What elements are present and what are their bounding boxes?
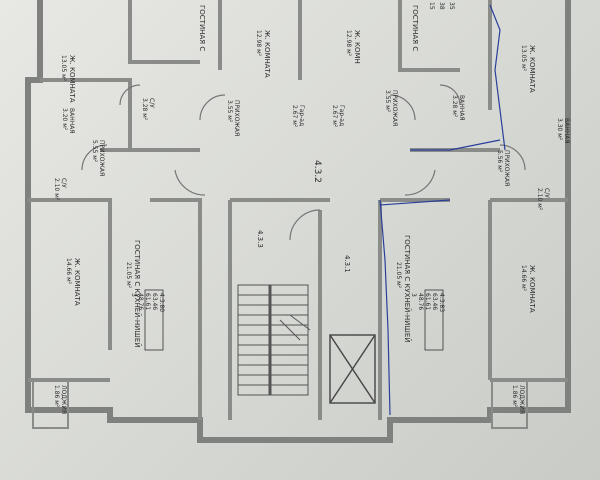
apt-left-value: 48.76: [137, 293, 144, 310]
room-area: 3.28 м²: [141, 98, 148, 121]
room-label: ВАННАЯ: [458, 95, 465, 121]
top-table-value: 38: [438, 2, 445, 10]
top-table-value: 35: [448, 2, 455, 10]
apt-left-value: 3: [130, 293, 137, 297]
room-area: 5.56 м²: [496, 150, 503, 173]
room-area: 12.98 м²: [255, 30, 262, 57]
room-label: ГОСТИНАЯ С: [198, 5, 206, 51]
apt-right-value: 3: [410, 293, 417, 297]
apt-right-value: 61.61: [424, 293, 431, 310]
room-area: 14.66 м²: [65, 258, 72, 285]
room-area: 2.10 м²: [53, 178, 60, 201]
top-table-value: 15: [428, 2, 435, 10]
blue-pen-marks: [379, 4, 506, 416]
apt-left-value: 61.61: [144, 293, 151, 310]
room-label: ГОСТИНАЯ С КУХНЕЙ-НИШЕЙ: [133, 240, 142, 348]
apt-right-value: 48.76: [417, 293, 424, 310]
room-label: ГОСТИНАЯ С: [411, 5, 419, 51]
room-label: С/У: [543, 188, 550, 198]
room-area: 3.55 м²: [226, 100, 233, 123]
room-area: 21.05 м²: [395, 262, 402, 289]
staircase: [237, 284, 311, 396]
interior-walls: [28, 0, 568, 420]
apt-right-value: 63.46: [431, 293, 438, 310]
room-label: ВАННАЯ: [68, 108, 75, 134]
room-area: 21.05 м²: [125, 262, 132, 289]
hall-code: 4.3.2: [312, 160, 322, 183]
room-area: 3.55 м²: [384, 90, 391, 113]
room-area: 3.28 м²: [451, 95, 458, 118]
room-area: 13.05 м²: [60, 55, 67, 82]
door-arcs: [81, 84, 526, 241]
room-area: 5.55 м²: [91, 140, 98, 163]
room-labels: Ж. КОМНАТА 13.05 м² ГОСТИНАЯ С Ж. КОМНАТ…: [53, 2, 570, 414]
room-area: 13.05 м²: [520, 45, 527, 72]
room-label: ПРИХОЖАЯ: [233, 100, 240, 136]
room-label: ЛОДЖИЯ: [60, 385, 67, 414]
room-area: 1.86 м²: [511, 385, 518, 408]
room-label: ПРИХОЖАЯ: [503, 150, 510, 186]
elevator-shaft: [329, 334, 376, 404]
room-area: 3.20 м²: [61, 108, 68, 131]
room-label: Ж. КОМНАТА: [73, 258, 81, 306]
room-area: 2.67 м²: [331, 105, 338, 128]
room-area: 3.30 м²: [556, 118, 563, 141]
room-label: С/У: [148, 98, 155, 108]
room-label: Ж. КОМНАТА: [263, 30, 271, 78]
room-label: Ж. КОМНАТА: [68, 55, 76, 103]
apt-left-value: 63.46: [151, 293, 158, 310]
room-label: ПРИХОЖАЯ: [98, 140, 105, 176]
room-area: 12.98 м²: [345, 30, 352, 57]
room-label: ВАННАЯ: [563, 118, 570, 144]
room-area: 1.86 м²: [53, 385, 60, 408]
room-label: Гар-ад: [338, 105, 345, 126]
room-label: Ж. КОМНАТА: [528, 45, 536, 93]
stair-code: 4.3.3: [256, 230, 264, 248]
apt-left-value: 4.3.80: [158, 293, 165, 312]
loggias: [32, 379, 528, 429]
room-label: ПРИХОЖАЯ: [391, 90, 398, 126]
outer-walls: [25, 0, 571, 443]
room-label: ГОСТИНАЯ С КУХНЕЙ-НИШЕЙ: [403, 235, 412, 343]
room-area: 2.67 м²: [291, 105, 298, 128]
room-label: ЛОДЖИЯ: [518, 385, 525, 414]
room-area: 2.10 м²: [536, 188, 543, 211]
room-label: Гар-ад: [298, 105, 305, 126]
apartment-tables: [144, 289, 444, 351]
apt-right-value: 4.3.83: [438, 293, 445, 312]
room-label: С/У: [60, 178, 67, 188]
elevator-code: 4.3.1: [343, 255, 351, 273]
room-label: Ж. КОМН: [353, 30, 361, 64]
room-area: 14.66 м²: [520, 265, 527, 292]
room-label: Ж. КОМНАТА: [528, 265, 536, 313]
